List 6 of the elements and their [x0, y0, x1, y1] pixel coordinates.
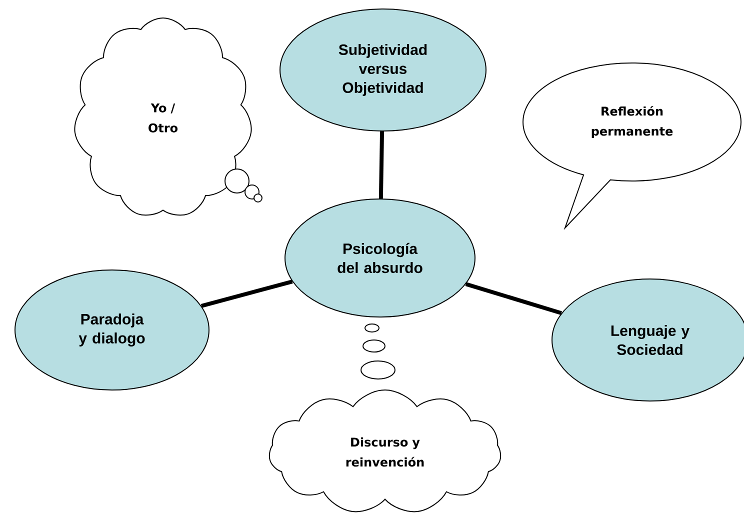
connector-line: [465, 282, 562, 316]
thought-cloud: Discurso y reinvención: [268, 324, 502, 512]
connector-line: [200, 280, 293, 308]
speech-bubble: Reflexión permanente: [522, 62, 742, 228]
connector-line: [378, 131, 384, 199]
thought-cloud: Yo / Otro: [74, 18, 262, 216]
